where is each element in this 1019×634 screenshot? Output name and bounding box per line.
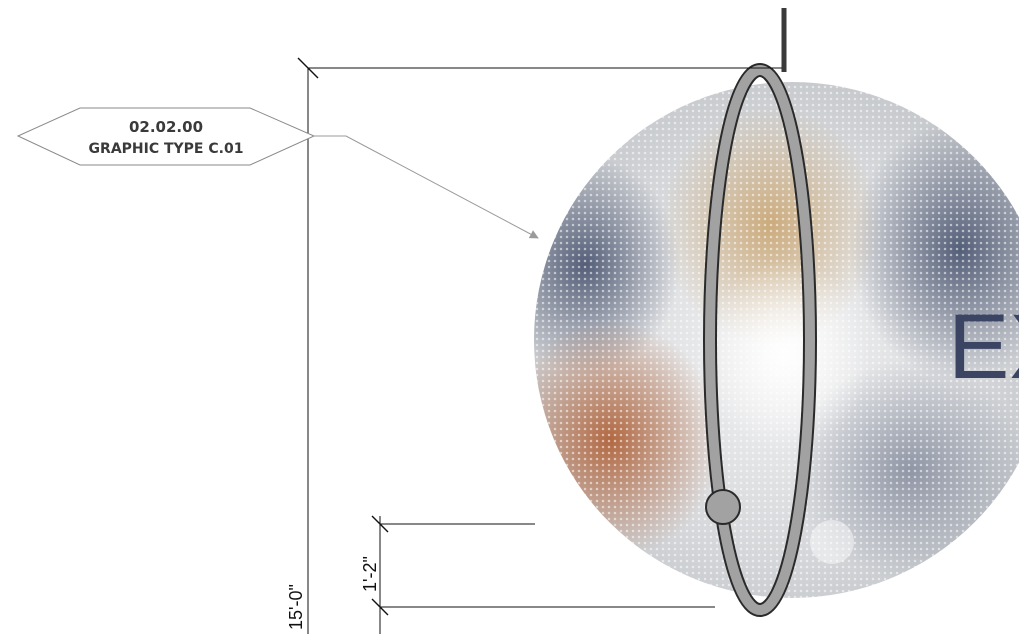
suspension-ring (703, 63, 817, 617)
callout-title: GRAPHIC TYPE C.01 (89, 141, 244, 157)
lower-offset-dimension (371, 515, 715, 634)
overall-height-label: 15'-0" (286, 584, 306, 630)
overall-height-dimension (297, 57, 782, 634)
callout-code: 02.02.00 (129, 118, 203, 136)
sphere-glint (810, 520, 854, 564)
lower-offset-label: 1'-2" (360, 556, 380, 592)
ring-pivot-knob (705, 489, 741, 525)
callout-leader-arrow (314, 135, 539, 239)
graphic-callout-tag: 02.02.00 GRAPHIC TYPE C.01 (16, 107, 316, 166)
halftone-texture (534, 82, 1019, 598)
sign-lettering: EX (948, 296, 1019, 398)
sphere-sign: EX (534, 82, 1019, 598)
